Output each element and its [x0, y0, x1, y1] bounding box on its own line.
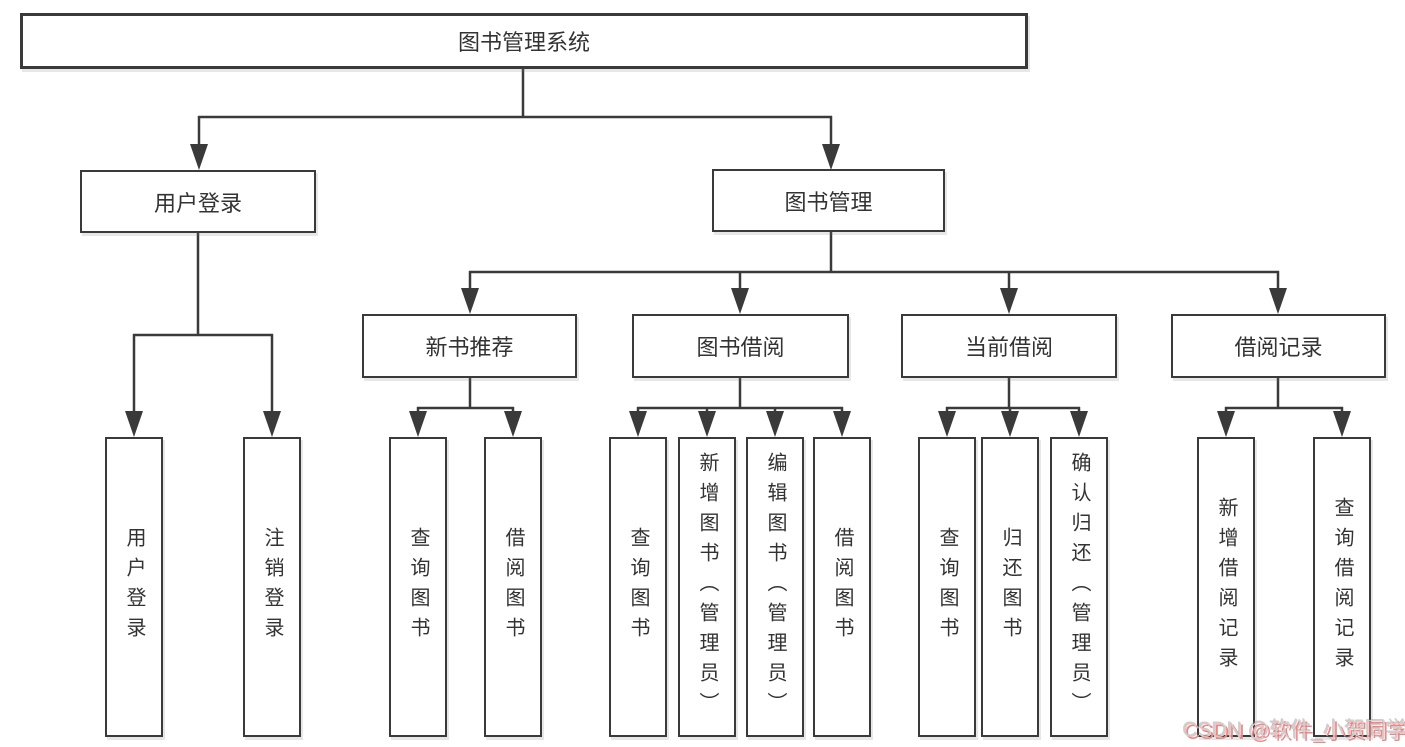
node-new-book-recommend: 新书推荐 [362, 314, 577, 378]
node-label: 图书借阅 [696, 335, 785, 360]
leaf-query-books-current: 查询图书 [918, 437, 976, 737]
leaf-label: 确认归还（管理员） [1068, 452, 1090, 722]
leaf-label: 归还图书 [999, 527, 1021, 647]
leaf-label: 查询图书 [407, 527, 429, 647]
node-user-login: 用户登录 [80, 170, 316, 233]
node-current-borrowing: 当前借阅 [901, 314, 1117, 378]
leaf-user-login: 用户登录 [105, 437, 163, 737]
node-library-management-system: 图书管理系统 [20, 13, 1028, 69]
node-label: 用户登录 [153, 190, 242, 216]
node-book-borrowing: 图书借阅 [632, 314, 849, 378]
leaf-logout: 注销登录 [243, 437, 301, 737]
leaf-return-books: 归还图书 [981, 437, 1039, 737]
leaf-label: 查询图书 [627, 527, 649, 647]
leaf-label: 用户登录 [123, 527, 145, 647]
csdn-watermark: CSDN @软件_小贺同学 [1183, 719, 1405, 742]
node-label: 当前借阅 [964, 335, 1053, 360]
leaf-query-borrow-record: 查询借阅记录 [1313, 437, 1371, 737]
leaf-borrow-books-borrowing: 借阅图书 [813, 437, 871, 737]
leaf-add-books-admin: 新增图书（管理员） [678, 437, 736, 737]
leaf-add-borrow-record: 新增借阅记录 [1197, 437, 1255, 737]
node-borrowing-records: 借阅记录 [1171, 314, 1386, 378]
node-book-management: 图书管理 [712, 169, 945, 232]
leaf-label: 编辑图书（管理员） [764, 452, 786, 722]
leaf-borrow-books-recommend: 借阅图书 [484, 437, 542, 737]
leaf-label: 新增借阅记录 [1215, 497, 1237, 677]
leaf-label: 查询图书 [936, 527, 958, 647]
node-label: 图书管理系统 [457, 30, 590, 55]
leaf-confirm-return-admin: 确认归还（管理员） [1050, 437, 1108, 737]
leaf-label: 查询借阅记录 [1331, 497, 1353, 677]
leaf-edit-books-admin: 编辑图书（管理员） [746, 437, 804, 737]
leaf-query-books-recommend: 查询图书 [389, 437, 447, 737]
leaf-query-books-borrowing: 查询图书 [609, 437, 667, 737]
leaf-label: 借阅图书 [502, 527, 524, 647]
node-label: 借阅记录 [1234, 335, 1323, 360]
leaf-label: 借阅图书 [831, 527, 853, 647]
leaf-label: 注销登录 [261, 527, 283, 647]
node-label: 新书推荐 [425, 335, 514, 360]
node-label: 图书管理 [784, 189, 873, 215]
leaf-label: 新增图书（管理员） [696, 452, 718, 722]
